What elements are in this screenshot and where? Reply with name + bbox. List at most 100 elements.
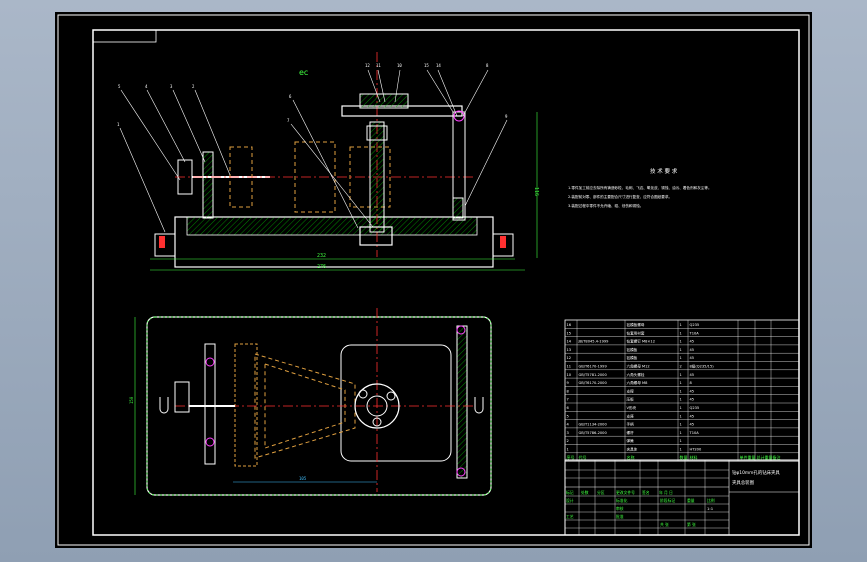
parts-cell: GB/T5786-2000 — [579, 431, 608, 435]
parts-cell: 钻模板 — [627, 355, 638, 360]
tech-line-3: 3.装配过程中零件不允许磕、碰、划伤和锈蚀。 — [568, 203, 643, 208]
balloon-4: 4 — [145, 84, 148, 89]
parts-cell: 8 — [690, 381, 693, 385]
parts-cell: 45 — [690, 389, 695, 393]
parts-cell: 8 — [567, 389, 570, 393]
parts-cell: 弹簧 — [627, 438, 635, 443]
balloon-10: 10 — [397, 63, 402, 68]
tb-date: 年 月 日 — [659, 490, 673, 495]
bracket-pin — [453, 110, 465, 122]
parts-cell: Q235 — [690, 323, 700, 327]
balloon-1: 1 — [117, 122, 120, 127]
tech-line-1: 1.零件加工前应去除所有铸造砂粒、毛刺、飞边、氧化皮、锈蚀、油污、着色剂和灰尘等… — [568, 185, 712, 190]
plan-workpiece-outline — [254, 353, 356, 459]
parts-cell: 3 — [567, 431, 569, 435]
parts-cell: 9 — [567, 381, 570, 385]
parts-cell: 1 — [680, 331, 682, 335]
leader-lines — [119, 69, 508, 233]
plan-workpiece-inner — [264, 363, 346, 449]
parts-cell: 45 — [690, 356, 695, 360]
balloon-12: 12 — [365, 63, 370, 68]
parts-cell: GB/T6170-1999 — [579, 365, 608, 369]
parts-cell: 13 — [567, 348, 572, 352]
plan-view: 105 150 — [129, 308, 492, 496]
cad-drawing: 232 276 116 ec — [57, 14, 810, 546]
view-label: ec — [299, 68, 308, 77]
parts-header-cell: 名称 — [627, 454, 635, 460]
parts-cell: 六角头螺栓 — [627, 372, 645, 377]
parts-cell: 1 — [680, 423, 682, 427]
balloon-14: 14 — [436, 63, 441, 68]
plan-bushing-circle — [366, 395, 388, 417]
tb-sheet-no: 第 张 — [687, 522, 696, 527]
part-balloons: 5 4 3 2 1 6 7 12 11 10 15 14 8 9 — [117, 63, 508, 127]
parts-cell: 2 — [567, 439, 569, 443]
plan-handle — [174, 381, 190, 413]
sheet-outer-border — [57, 14, 810, 546]
parts-cell: 钻模板 — [627, 347, 638, 352]
base-right-foot — [492, 233, 514, 257]
base-hatched-section — [186, 216, 478, 236]
parts-cell: 11 — [567, 365, 572, 369]
drawing-number-box — [92, 29, 157, 43]
parts-cell: V形块 — [627, 405, 637, 410]
plan-right-bracket — [456, 325, 468, 479]
parts-cell: T10A — [689, 331, 700, 335]
parts-cell: GB/T1134-2000 — [579, 423, 608, 427]
plate-nut — [366, 125, 388, 141]
plan-pin-3 — [456, 325, 466, 335]
parts-cell: 1 — [680, 323, 682, 327]
parts-cell: 1 — [680, 448, 682, 452]
parts-cell: 支撑 — [627, 388, 635, 393]
parts-cell: 16 — [567, 323, 572, 327]
tb-scale: 比例 — [707, 498, 715, 503]
dim-text-276: 276 — [317, 264, 326, 270]
drawing-canvas[interactable]: 232 276 116 ec — [55, 12, 812, 548]
plan-bolt-3 — [372, 417, 382, 427]
parts-cell: 螺杆 — [627, 430, 635, 435]
plan-right-slot — [474, 397, 484, 414]
balloon-9: 9 — [505, 114, 508, 119]
balloon-15: 15 — [424, 63, 429, 68]
parts-cell: 45 — [690, 398, 695, 402]
bracket-base — [452, 197, 464, 219]
parts-cell: 7 — [567, 398, 569, 402]
parts-cell: GB/T6170-2000 — [579, 381, 608, 385]
parts-cell: 1 — [680, 389, 682, 393]
parts-cell: 45 — [690, 348, 695, 352]
parts-header-cell: 数量 — [680, 454, 688, 460]
parts-cell: HT200 — [690, 448, 702, 452]
balloon-7: 7 — [287, 118, 290, 123]
parts-cell: 1 — [680, 373, 682, 377]
tb-drawing-no: 夹具总装图 — [732, 479, 755, 486]
workpiece-center — [294, 141, 336, 213]
plan-pin-2 — [205, 437, 215, 447]
tb-process: 工艺 — [566, 514, 574, 519]
parts-cell: 手柄 — [627, 422, 635, 427]
parts-cell: T10A — [689, 431, 700, 435]
tb-change: 更改文件号 — [616, 490, 635, 495]
parts-cell: 钻模板螺母 — [627, 322, 645, 327]
tb-weight: 重量 — [687, 498, 695, 503]
tb-zone: 分区 — [597, 490, 605, 495]
parts-cell: 5 — [567, 414, 569, 418]
plan-dim-text-150: 150 — [129, 396, 134, 404]
balloon-8: 8 — [486, 63, 489, 68]
tb-approve: 批准 — [616, 514, 624, 519]
tb-title: 钻φ10mm孔的钻床夹具 — [732, 469, 780, 476]
parts-cell: 1 — [680, 340, 682, 344]
parts-cell: 1 — [680, 406, 682, 410]
title-block-frame — [564, 459, 800, 536]
plan-vblock — [234, 343, 258, 467]
balloon-5: 5 — [118, 84, 121, 89]
tb-standard: 标准化 — [616, 498, 628, 503]
parts-cell: 钻套用衬套 — [627, 330, 645, 335]
parts-cell: 2 — [680, 365, 682, 369]
plan-base-dim-box — [146, 316, 492, 496]
parts-cell: 1 — [680, 398, 682, 402]
title-block: 标记 处数 分区 更改文件号 签名 年 月 日 设计 标准化 审核 工艺 批准 … — [564, 459, 800, 536]
parts-cell: 钻套螺钉 M8×12 — [627, 339, 656, 344]
plan-bolt-2 — [386, 391, 396, 401]
balloon-6: 6 — [289, 94, 292, 99]
